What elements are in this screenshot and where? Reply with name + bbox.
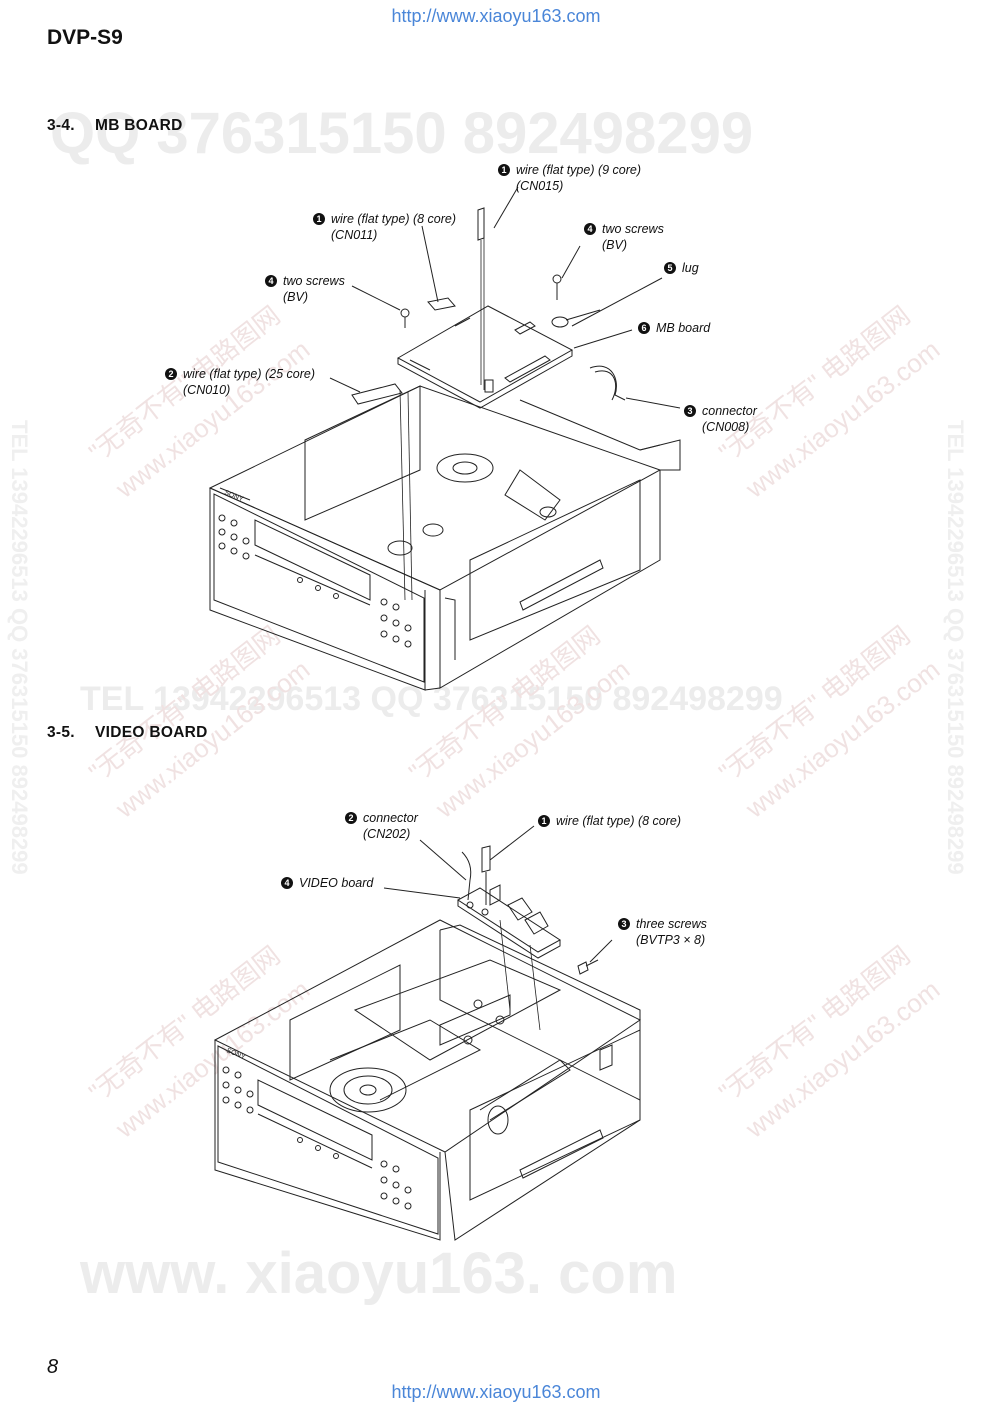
callout-mb-two-screws-left: 4 two screws (BV) <box>265 273 345 305</box>
svg-text:SONY: SONY <box>225 1047 246 1061</box>
callout-line1: connector <box>363 811 418 825</box>
callout-line2: (CN202) <box>363 827 411 841</box>
callout-line1: wire (flat type) (8 core) <box>556 814 682 828</box>
callout-line1: wire (flat type) (9 core) <box>516 163 642 177</box>
callout-video-board: 4 VIDEO board <box>281 875 373 891</box>
page-number: 8 <box>47 1356 59 1378</box>
callout-mb-board: 6 MB board <box>638 320 710 336</box>
callout-line2: (BV) <box>283 290 308 304</box>
callout-line1: MB board <box>656 321 711 335</box>
header-url-link[interactable]: http://www.xiaoyu163.com <box>391 6 601 26</box>
badge-number: 4 <box>265 275 277 287</box>
callout-line2: (BVTP3 × 8) <box>636 933 706 947</box>
callout-line2: (CN015) <box>516 179 564 193</box>
callout-mb-wire-9core: 1 wire (flat type) (9 core) (CN015) <box>498 162 641 194</box>
section-video-title: VIDEO BOARD <box>95 724 208 741</box>
badge-number: 3 <box>618 918 630 930</box>
watermark-bottom: www. xiaoyu163. com <box>80 1241 678 1306</box>
section-video-number: 3-5. <box>47 724 75 741</box>
callout-mb-two-screws-right: 4 two screws (BV) <box>584 221 664 253</box>
callout-line1: wire (flat type) (8 core) <box>331 212 457 226</box>
badge-number: 2 <box>345 812 357 824</box>
badge-number: 1 <box>313 213 325 225</box>
callout-line2: (BV) <box>602 238 627 252</box>
badge-number: 4 <box>281 877 293 889</box>
footer-url-link[interactable]: http://www.xiaoyu163.com <box>391 1382 601 1402</box>
badge-number: 6 <box>638 322 650 334</box>
section-mb-heading: 3-4. MB BOARD <box>47 117 183 135</box>
callout-line1: lug <box>682 261 699 275</box>
model-name: DVP-S9 <box>47 26 123 49</box>
callout-line2: (CN008) <box>702 420 750 434</box>
callout-mb-wire-8core: 1 wire (flat type) (8 core) (CN011) <box>313 211 456 243</box>
callout-line1: two screws <box>283 274 345 288</box>
section-mb-number: 3-4. <box>47 117 75 134</box>
callout-mb-connector: 3 connector (CN008) <box>684 403 757 435</box>
callout-line1: connector <box>702 404 757 418</box>
watermark-tel-mid: TEL 13942296513 QQ 376315150 892498299 <box>80 680 783 718</box>
callout-mb-wire-25core: 2 wire (flat type) (25 core) (CN010) <box>165 366 315 398</box>
badge-number: 1 <box>538 815 550 827</box>
callout-line2: (CN010) <box>183 383 231 397</box>
badge-number: 5 <box>664 262 676 274</box>
svg-text:SONY: SONY <box>223 489 244 503</box>
callout-video-three-screws: 3 three screws (BVTP3 × 8) <box>618 916 707 948</box>
section-video-heading: 3-5. VIDEO BOARD <box>47 724 208 742</box>
badge-number: 3 <box>684 405 696 417</box>
badge-number: 2 <box>165 368 177 380</box>
badge-number: 1 <box>498 164 510 176</box>
callout-mb-lug: 5 lug <box>664 260 699 276</box>
callout-video-connector: 2 connector (CN202) <box>345 810 418 842</box>
callout-video-wire-8core: 1 wire (flat type) (8 core) <box>538 813 681 829</box>
callout-line1: three screws <box>636 917 707 931</box>
callout-line1: two screws <box>602 222 664 236</box>
callout-line2: (CN011) <box>331 228 378 242</box>
callout-line1: VIDEO board <box>299 876 374 890</box>
badge-number: 4 <box>584 223 596 235</box>
watermark-qq-top: QQ 376315150 892498299 <box>50 101 754 166</box>
callout-line1: wire (flat type) (25 core) <box>183 367 315 381</box>
section-mb-title: MB BOARD <box>95 117 183 134</box>
